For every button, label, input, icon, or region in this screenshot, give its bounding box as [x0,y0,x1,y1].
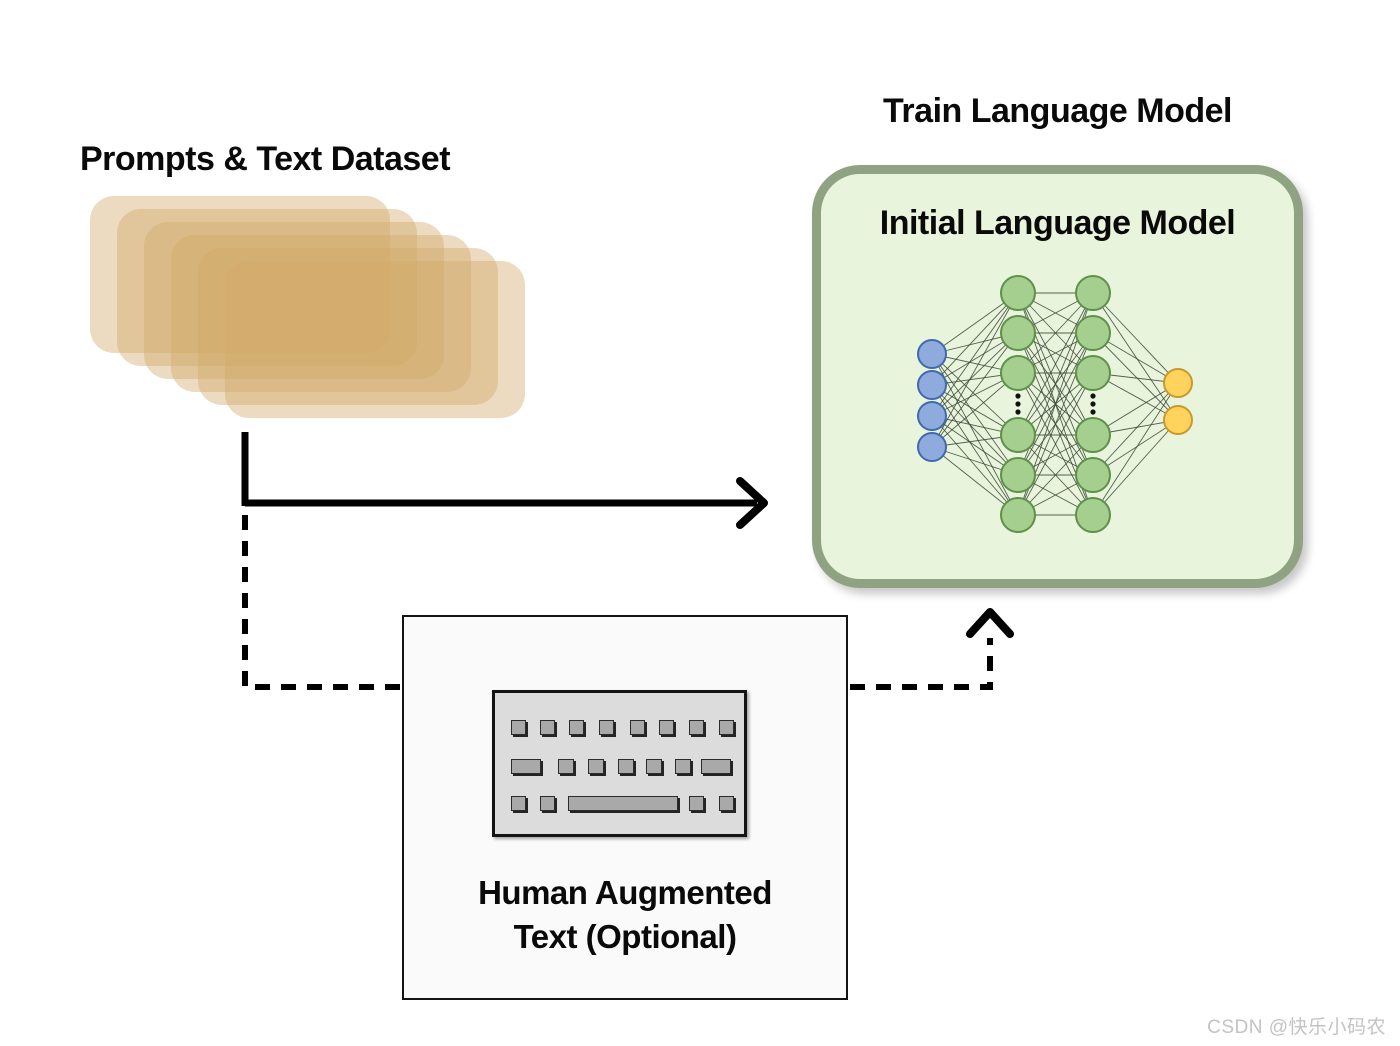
arrowhead-right-icon [736,477,768,529]
keyboard-key [511,720,526,735]
initial-language-model-box: Initial Language Model [812,165,1303,588]
keyboard-key [719,720,734,735]
keyboard-key [659,720,674,735]
human-augmented-text-label: Human Augmented Text (Optional) [402,871,848,959]
keyboard-key [511,796,526,811]
keyboard-key [540,720,555,735]
keyboard-key [569,720,584,735]
keyboard-key [689,720,704,735]
train-language-model-title: Train Language Model [883,92,1232,130]
keyboard-key [540,796,555,811]
dataset-card [117,209,417,366]
csdn-watermark: CSDN @快乐小码农 [1207,1017,1386,1038]
keyboard-key [618,759,634,774]
keyboard-key [588,759,604,774]
arrowhead-up-icon [966,608,1014,638]
human-label-line2: Text (Optional) [513,918,737,955]
keyboard-key [646,759,662,774]
dataset-card [171,235,471,392]
human-label-line1: Human Augmented [478,874,772,911]
keyboard-key [701,759,731,774]
dataset-card [225,261,525,418]
keyboard-key [675,759,691,774]
keyboard-key [630,720,645,735]
dataset-card [90,196,390,353]
dashed-line-dataset-to-human [242,515,400,690]
initial-language-model-label: Initial Language Model [879,204,1236,242]
keyboard-key [719,796,734,811]
prompts-dataset-title: Prompts & Text Dataset [80,140,451,178]
keyboard-key [558,759,574,774]
keyboard-icon [492,690,747,837]
keyboard-key [511,759,541,774]
dashed-arrow-human-to-model [850,638,993,690]
keyboard-key [568,796,678,811]
keyboard-key [689,796,704,811]
dataset-card [144,222,444,379]
keyboard-key [599,720,614,735]
dataset-card [198,248,498,405]
